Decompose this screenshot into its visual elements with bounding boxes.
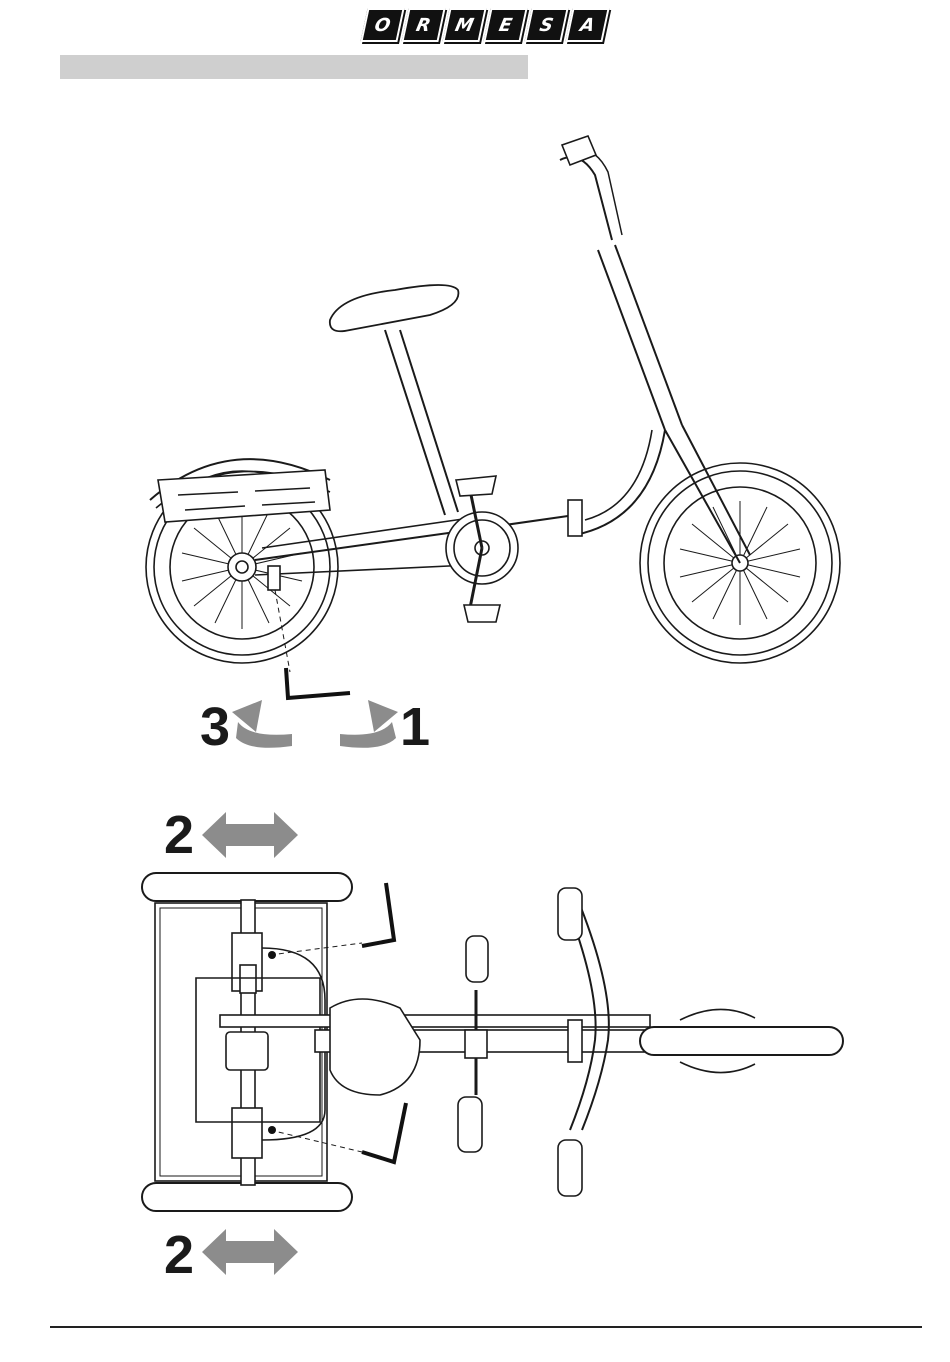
side-view-tricycle	[146, 136, 840, 663]
rotate-counterclockwise-arrow	[232, 700, 292, 748]
double-arrow-top-icon	[202, 812, 298, 858]
rotate-clockwise-arrow	[340, 700, 398, 748]
step-number-2-top: 2	[164, 808, 194, 862]
double-arrow-bottom-icon	[202, 1229, 298, 1275]
step-number-2-bottom: 2	[164, 1228, 194, 1282]
top-view-tricycle	[142, 873, 843, 1211]
rear-basket	[158, 470, 330, 522]
step-number-1: 1	[400, 700, 430, 754]
step-number-3: 3	[200, 700, 230, 754]
footer-rule	[50, 1326, 922, 1328]
